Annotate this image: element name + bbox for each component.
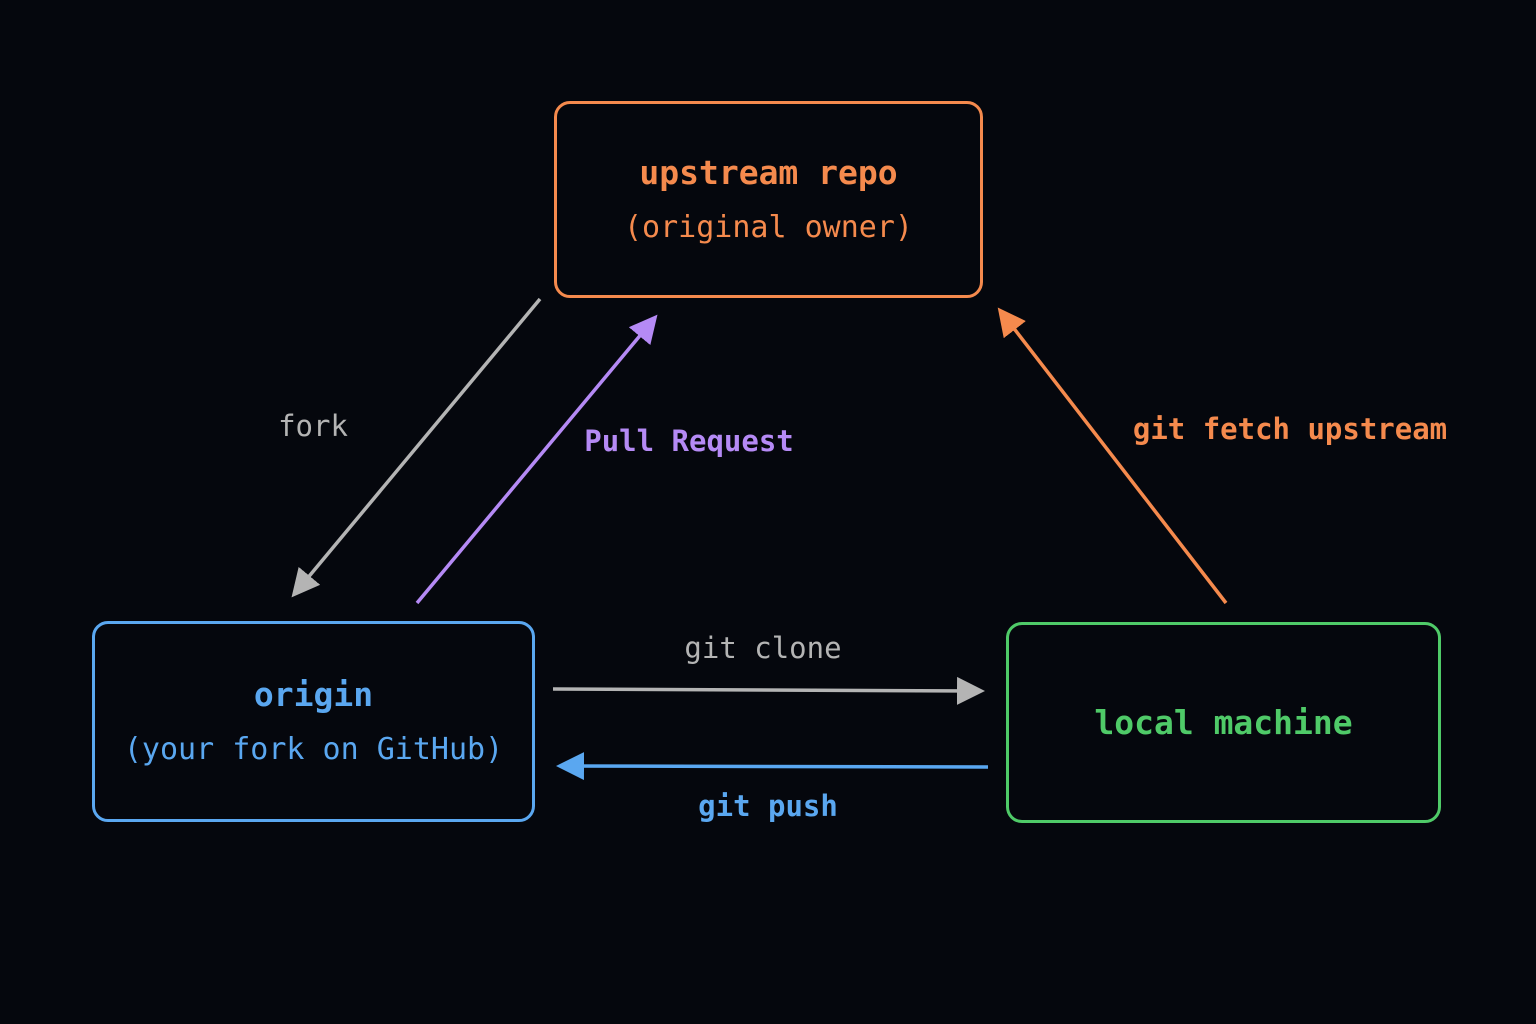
edge-push: [556, 752, 989, 781]
fetch-upstream-label: git fetch upstream: [1132, 412, 1448, 446]
local-machine-node: local machine: [1006, 622, 1441, 823]
edge-fork: [291, 297, 542, 598]
upstream-repo-node: upstream repo (original owner): [554, 101, 983, 298]
upstream-repo-subtitle: (original owner): [624, 210, 913, 246]
local-machine-title: local machine: [1094, 702, 1353, 742]
clone-label: git clone: [684, 631, 842, 665]
pull-request-label: Pull Request: [584, 424, 794, 458]
edge-pull-request: [415, 314, 658, 605]
edge-clone: [552, 676, 985, 705]
upstream-repo-title: upstream repo: [639, 153, 898, 193]
edge-fetch-upstream: [997, 307, 1228, 605]
push-label: git push: [698, 789, 838, 823]
origin-subtitle: (your fork on GitHub): [123, 732, 504, 768]
fork-label: fork: [278, 409, 348, 443]
origin-title: origin: [253, 675, 374, 715]
origin-node: origin (your fork on GitHub): [92, 621, 535, 822]
